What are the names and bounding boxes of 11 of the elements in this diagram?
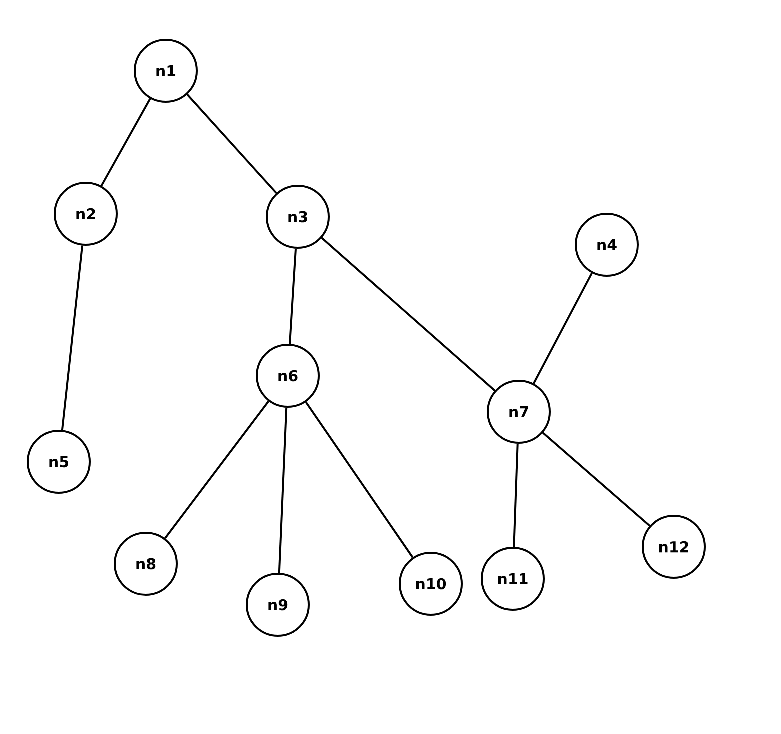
edge-line — [513, 444, 519, 548]
edge-line — [164, 400, 270, 540]
edge-line — [542, 432, 651, 527]
edge-line — [289, 248, 297, 344]
edge-line — [100, 98, 152, 187]
edge-line — [186, 94, 278, 194]
edge-line — [61, 246, 84, 430]
edge-line — [305, 402, 414, 558]
edge-line — [533, 272, 593, 384]
edge-line — [321, 237, 496, 392]
edge-line — [278, 408, 288, 574]
